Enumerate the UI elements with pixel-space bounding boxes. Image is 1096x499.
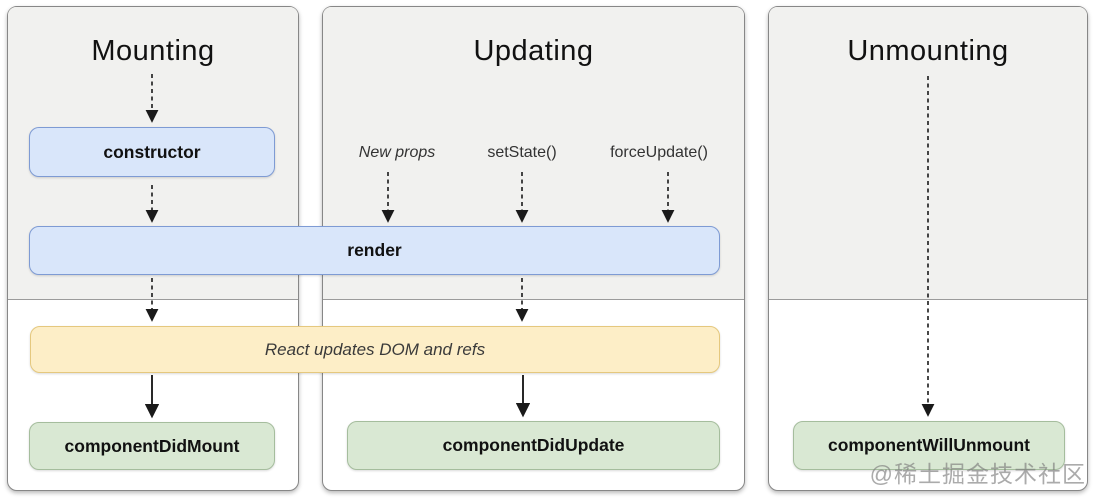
setstate-label: setState(): [487, 144, 557, 161]
forceupdate-label: forceUpdate(): [610, 144, 708, 161]
render-box: render: [29, 226, 720, 275]
column-title-mounting: Mounting: [91, 35, 215, 67]
juejin-watermark: @稀土掘金技术社区: [869, 461, 1086, 487]
column-title-unmounting: Unmounting: [847, 35, 1009, 67]
column-title-updating: Updating: [473, 35, 594, 67]
new-props-label: New props: [358, 144, 436, 161]
component-did-mount-box: componentDidMount: [29, 422, 275, 470]
constructor-box: constructor: [29, 127, 275, 177]
component-did-update-box: componentDidUpdate: [347, 421, 720, 470]
component-will-unmount-box: componentWillUnmount: [793, 421, 1065, 470]
react-updates-dom-box: React updates DOM and refs: [30, 326, 720, 373]
column-unmounting: Unmounting: [768, 6, 1088, 491]
